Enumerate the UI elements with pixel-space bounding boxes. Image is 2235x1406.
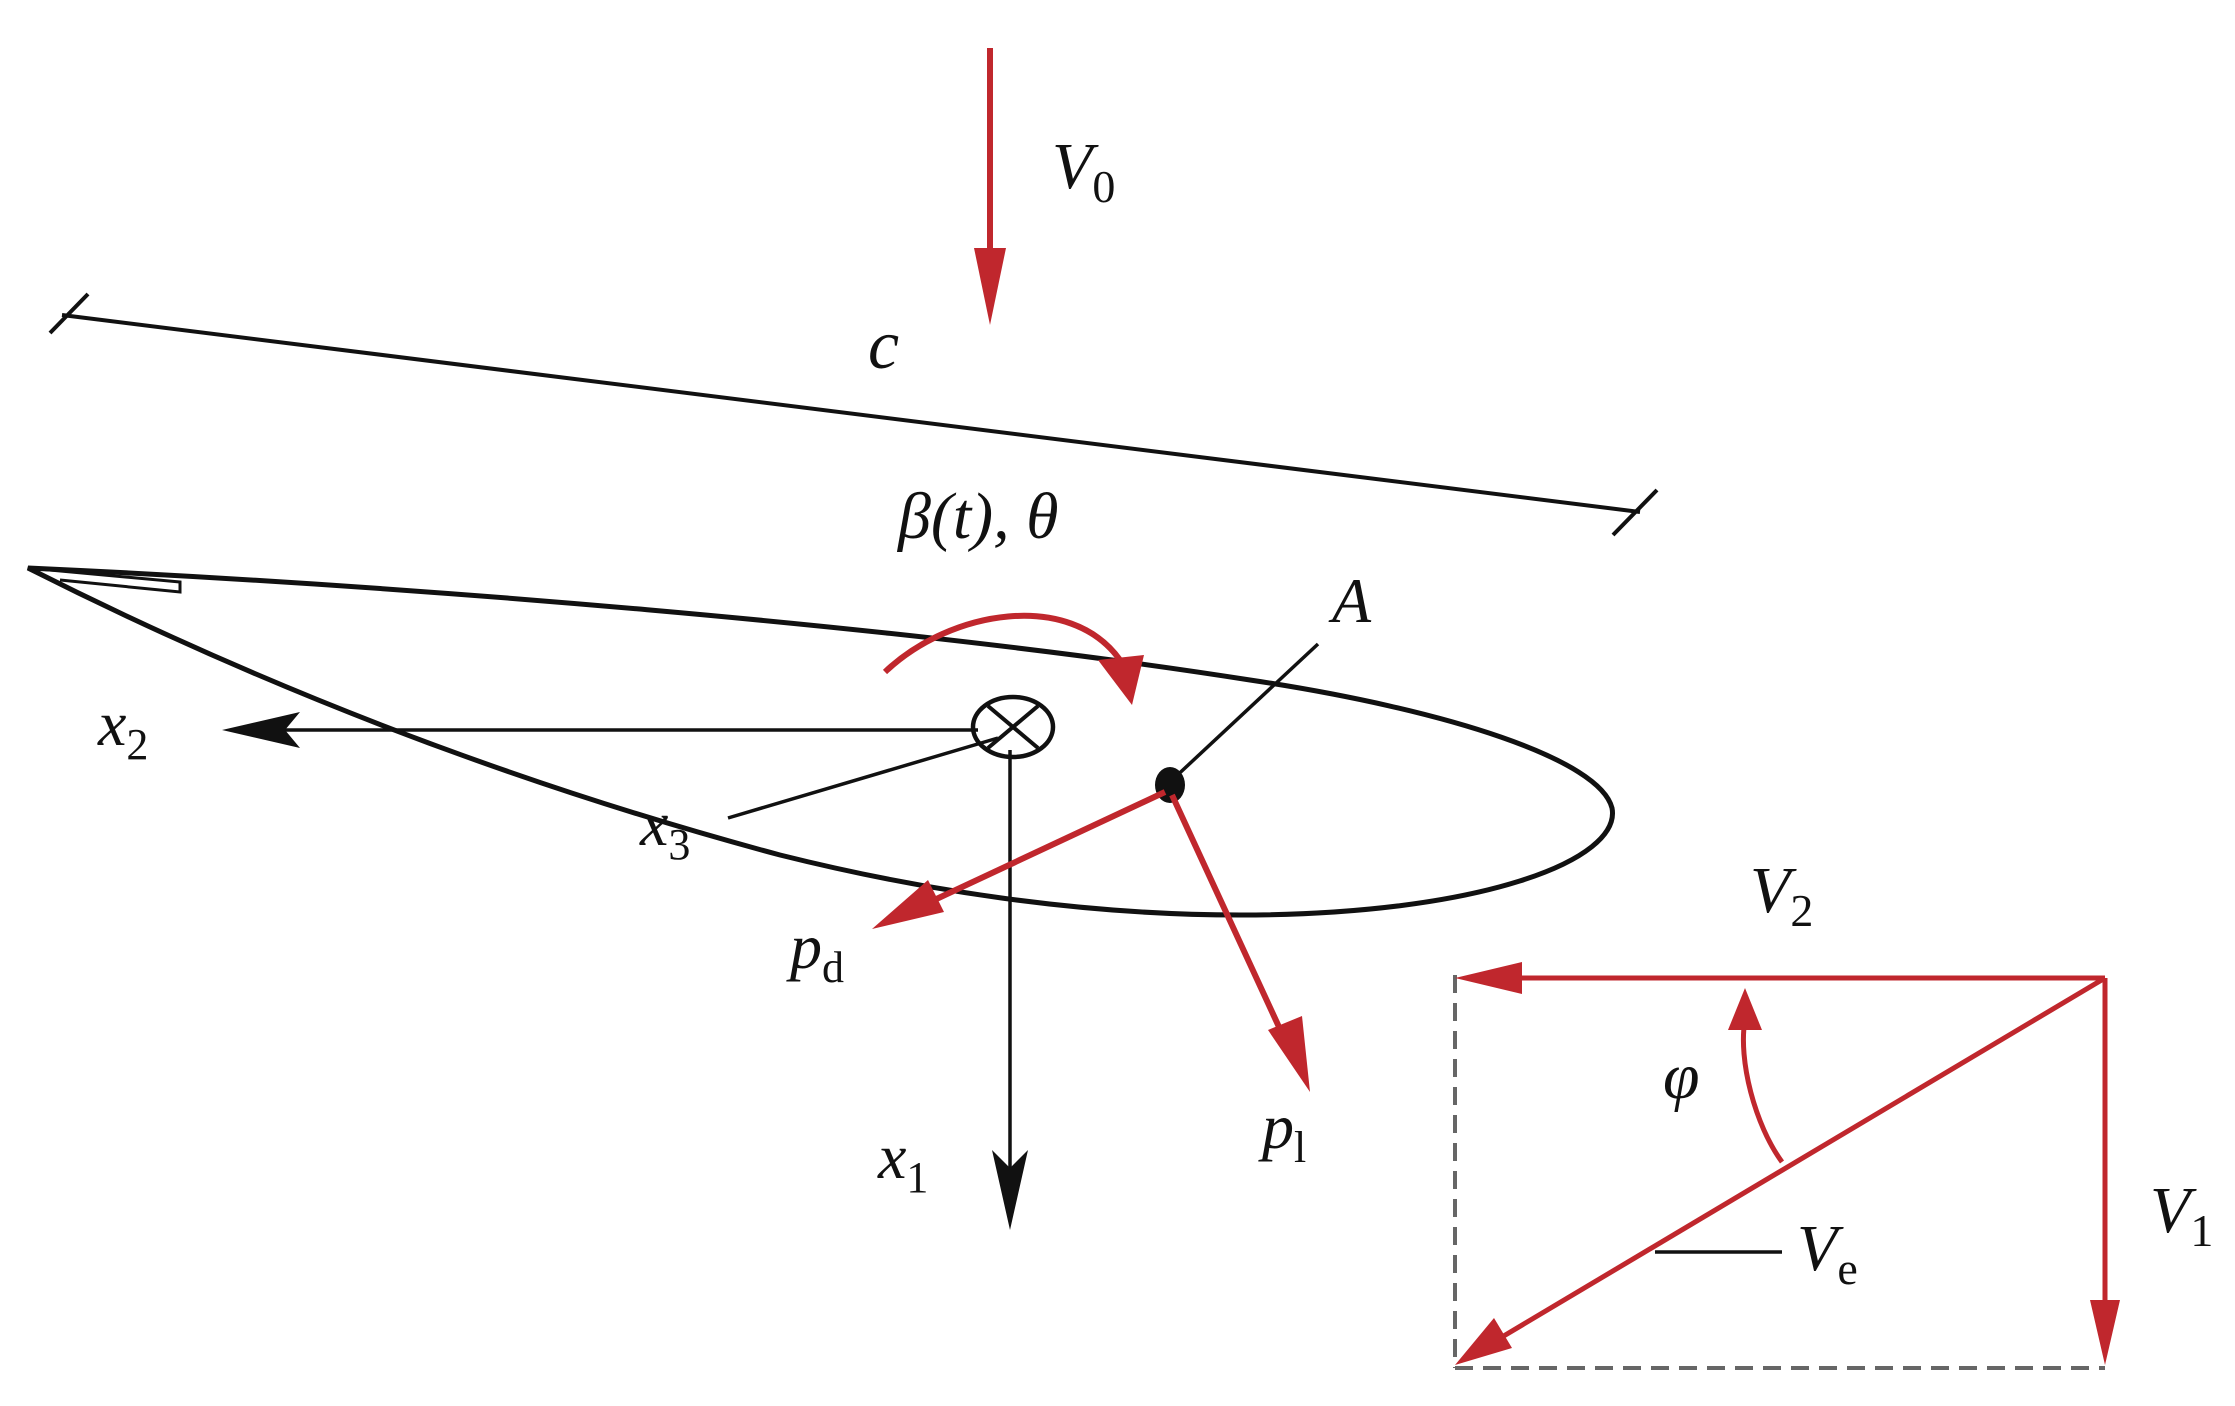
pitch-angle-label: β(t), θ bbox=[896, 480, 1059, 553]
v2-arrow bbox=[1455, 962, 2105, 994]
phi-label: φ bbox=[1663, 1040, 1700, 1113]
trailing-edge-detail bbox=[27, 566, 182, 594]
x3-label: x3 bbox=[639, 788, 690, 869]
point-a-label: A bbox=[1328, 565, 1372, 636]
point-a-leader-line bbox=[1168, 642, 1320, 784]
rotation-axis-symbol bbox=[970, 694, 1056, 760]
chord-label: c bbox=[868, 307, 899, 384]
airfoil-outline bbox=[26, 565, 1615, 918]
x1-axis bbox=[992, 750, 1028, 1230]
x2-axis bbox=[222, 712, 978, 748]
v1-arrow bbox=[2090, 978, 2120, 1365]
v1-label: V1 bbox=[2150, 1174, 2213, 1256]
phi-angle-arc bbox=[1728, 988, 1785, 1164]
lift-force-label: pl bbox=[1258, 1091, 1306, 1172]
ve-label: Ve bbox=[1797, 1212, 1858, 1294]
x3-leader-line bbox=[727, 736, 999, 820]
v0-arrow bbox=[974, 48, 1006, 325]
velocity-triangle bbox=[1453, 962, 2120, 1370]
v2-label: V2 bbox=[1750, 854, 1813, 936]
x1-label: x1 bbox=[877, 1121, 928, 1202]
x2-label: x2 bbox=[97, 688, 148, 769]
drag-force-label: pd bbox=[786, 911, 844, 992]
drag-force-arrow bbox=[872, 789, 1167, 929]
ve-arrow bbox=[1455, 975, 2107, 1365]
v0-label: V0 bbox=[1052, 130, 1115, 212]
chord-dimension-line bbox=[48, 292, 1659, 537]
pitch-rotation-arrow bbox=[882, 612, 1144, 705]
lift-force-arrow bbox=[1169, 793, 1310, 1092]
